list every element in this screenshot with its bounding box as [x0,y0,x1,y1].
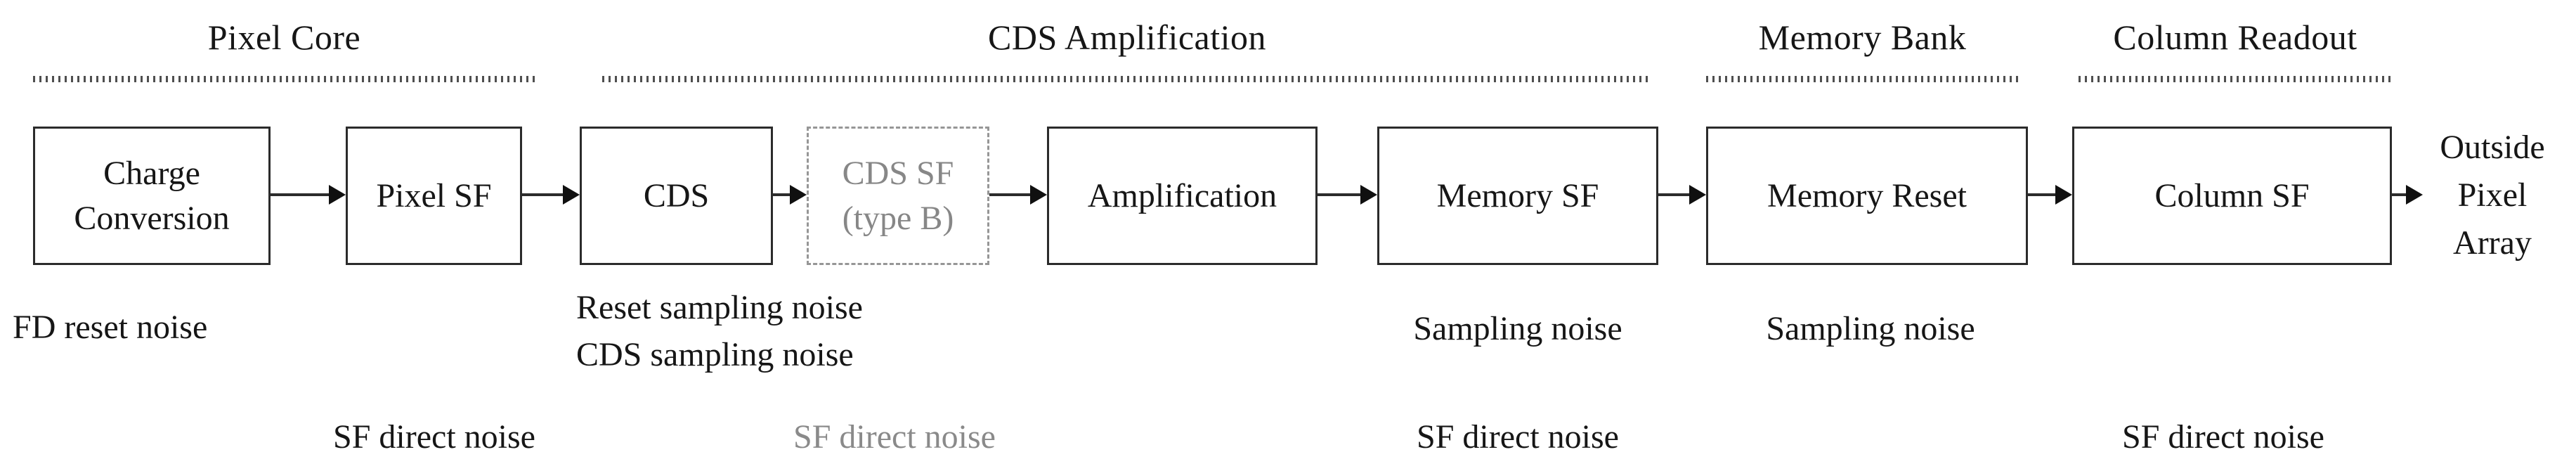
arrow-head-icon [1689,185,1706,205]
arrow-shaft [2028,193,2060,196]
flow-arrow-4 [989,185,1047,205]
arrow-head-icon [563,185,580,205]
flow-arrow-5 [1318,185,1377,205]
section-title-cds-amplification: CDS Amplification [988,18,1266,57]
block-label: CDS SF [842,154,954,192]
flow-arrow-3 [773,185,807,205]
noise-label-fd-reset: FD reset noise [13,309,208,346]
noise-label-cds-sf-direct: SF direct noise [793,418,996,456]
arrow-head-icon [1030,185,1047,205]
output-line: Pixel [2457,176,2528,214]
section-title-pixel-core: Pixel Core [207,18,361,57]
noise-label-cds-sampling-group: Reset sampling noise CDS sampling noise [576,284,863,378]
arrow-head-icon [790,185,807,205]
noise-label-cds-sampling: CDS sampling noise [576,336,854,373]
noise-label-memory-sf-sampling: Sampling noise [1413,310,1622,347]
block-label: CDS [643,176,710,214]
arrow-head-icon [329,185,346,205]
block-label: Charge Conversion [74,154,230,237]
block-cds: CDS [580,127,773,265]
block-amplification: Amplification [1047,127,1318,265]
block-label: Amplification [1087,176,1277,214]
arrow-shaft [2392,193,2410,196]
flow-arrow-2 [522,185,580,205]
noise-label-reset-sampling: Reset sampling noise [576,289,863,326]
block-label: Memory SF [1436,176,1599,214]
block-cds-sf-type-b: CDS SF (type B) [807,127,989,265]
arrow-shaft [522,193,567,196]
block-column-sf: Column SF [2072,127,2392,265]
arrow-head-icon [2055,185,2072,205]
arrow-shaft [1658,193,1693,196]
arrow-shaft [773,193,794,196]
section-divider-memory-bank [1706,76,2019,82]
flow-arrow-1 [271,185,346,205]
arrow-head-icon [1360,185,1377,205]
arrow-head-icon [2406,185,2423,205]
output-line: Array [2453,224,2532,262]
section-divider-cds-amplification [602,76,1652,82]
block-charge-conversion: Charge Conversion [33,127,271,265]
arrow-shaft [271,193,333,196]
block-label: Column SF [2154,176,2310,214]
output-label-outside-pixel-array: Outside Pixel Array [2409,124,2576,267]
section-divider-pixel-core [33,76,535,82]
arrow-shaft [1318,193,1365,196]
block-label: Memory Reset [1767,176,1967,214]
block-memory-reset: Memory Reset [1706,127,2028,265]
flow-arrow-8 [2392,185,2423,205]
block-sublabel: (type B) [842,199,954,237]
flow-arrow-6 [1658,185,1706,205]
section-title-column-readout: Column Readout [2113,18,2357,57]
arrow-shaft [989,193,1034,196]
output-line: Outside [2440,129,2545,166]
section-title-memory-bank: Memory Bank [1758,18,1967,57]
noise-label-column-sf-direct: SF direct noise [2122,418,2324,456]
noise-label-memory-reset-sampling: Sampling noise [1766,310,1975,347]
section-divider-column-readout [2079,76,2392,82]
flow-arrow-7 [2028,185,2072,205]
block-label: Pixel SF [376,176,492,214]
noise-label-memory-sf-direct: SF direct noise [1417,418,1619,456]
noise-label-pixel-sf-direct: SF direct noise [333,418,535,456]
block-pixel-sf: Pixel SF [346,127,522,265]
block-memory-sf: Memory SF [1377,127,1658,265]
